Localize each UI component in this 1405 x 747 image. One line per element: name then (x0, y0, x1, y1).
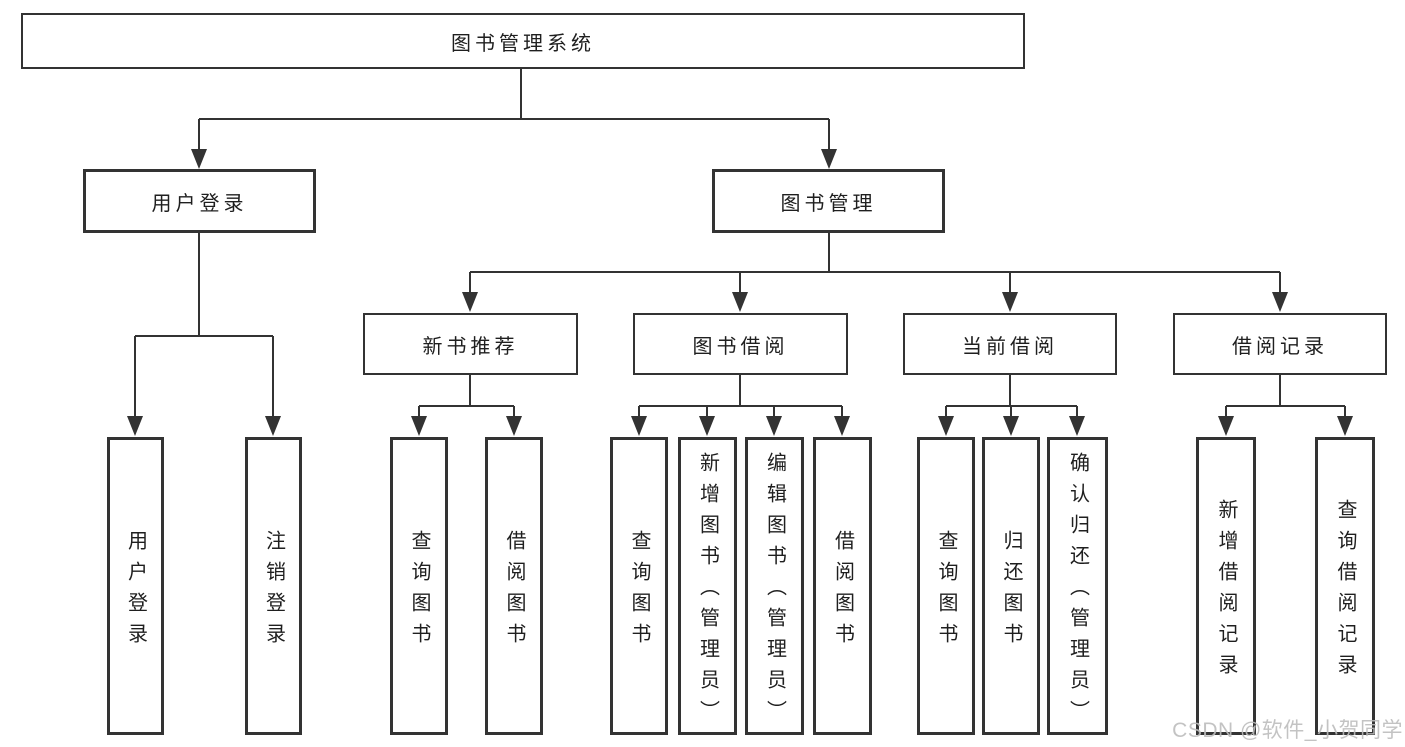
node-new-book-recommendation: 新书推荐 (363, 313, 578, 375)
leaf-label: 借阅图书 (831, 529, 854, 654)
node-book-management: 图书管理 (712, 169, 945, 233)
leaf-label: 用户登录 (124, 529, 147, 654)
leaf-query-books-recommend: 查询图书 (390, 437, 448, 735)
csdn-watermark: CSDN @软件_小贺同学 (1172, 719, 1403, 742)
leaf-label: 借阅图书 (503, 529, 525, 654)
leaf-label: 查询图书 (628, 529, 650, 654)
leaf-query-books-current: 查询图书 (917, 437, 975, 735)
leaf-label: 编辑图书（管理员） (763, 452, 786, 731)
leaf-label: 新增借阅记录 (1215, 498, 1237, 685)
leaf-label: 查询图书 (935, 529, 957, 654)
arrowhead-icons (127, 149, 1353, 436)
leaf-label: 新增图书（管理员） (696, 452, 719, 731)
node-user-login: 用户登录 (83, 169, 316, 233)
node-borrowing-records: 借阅记录 (1173, 313, 1387, 375)
leaf-confirm-return-admin: 确认归还（管理员） (1047, 437, 1108, 735)
leaf-user-login: 用户登录 (107, 437, 164, 735)
leaf-add-borrow-record: 新增借阅记录 (1196, 437, 1256, 735)
node-current-borrowing: 当前借阅 (903, 313, 1117, 375)
tree-edges (134, 69, 1346, 419)
leaf-borrow-books: 借阅图书 (813, 437, 872, 735)
leaf-borrow-books-recommend: 借阅图书 (485, 437, 543, 735)
leaf-label: 查询借阅记录 (1334, 498, 1356, 685)
node-library-management-system: 图书管理系统 (21, 13, 1025, 69)
node-book-borrowing: 图书借阅 (633, 313, 848, 375)
leaf-logout: 注销登录 (245, 437, 302, 735)
leaf-label: 确认归还（管理员） (1066, 452, 1089, 731)
leaf-add-book-admin: 新增图书（管理员） (678, 437, 737, 735)
leaf-return-book: 归还图书 (982, 437, 1040, 735)
leaf-label: 归还图书 (1000, 529, 1022, 654)
leaf-label: 注销登录 (262, 529, 285, 654)
leaf-query-books-borrow: 查询图书 (610, 437, 668, 735)
leaf-query-borrow-record: 查询借阅记录 (1315, 437, 1375, 735)
leaf-label: 查询图书 (408, 529, 430, 654)
leaf-edit-book-admin: 编辑图书（管理员） (745, 437, 804, 735)
